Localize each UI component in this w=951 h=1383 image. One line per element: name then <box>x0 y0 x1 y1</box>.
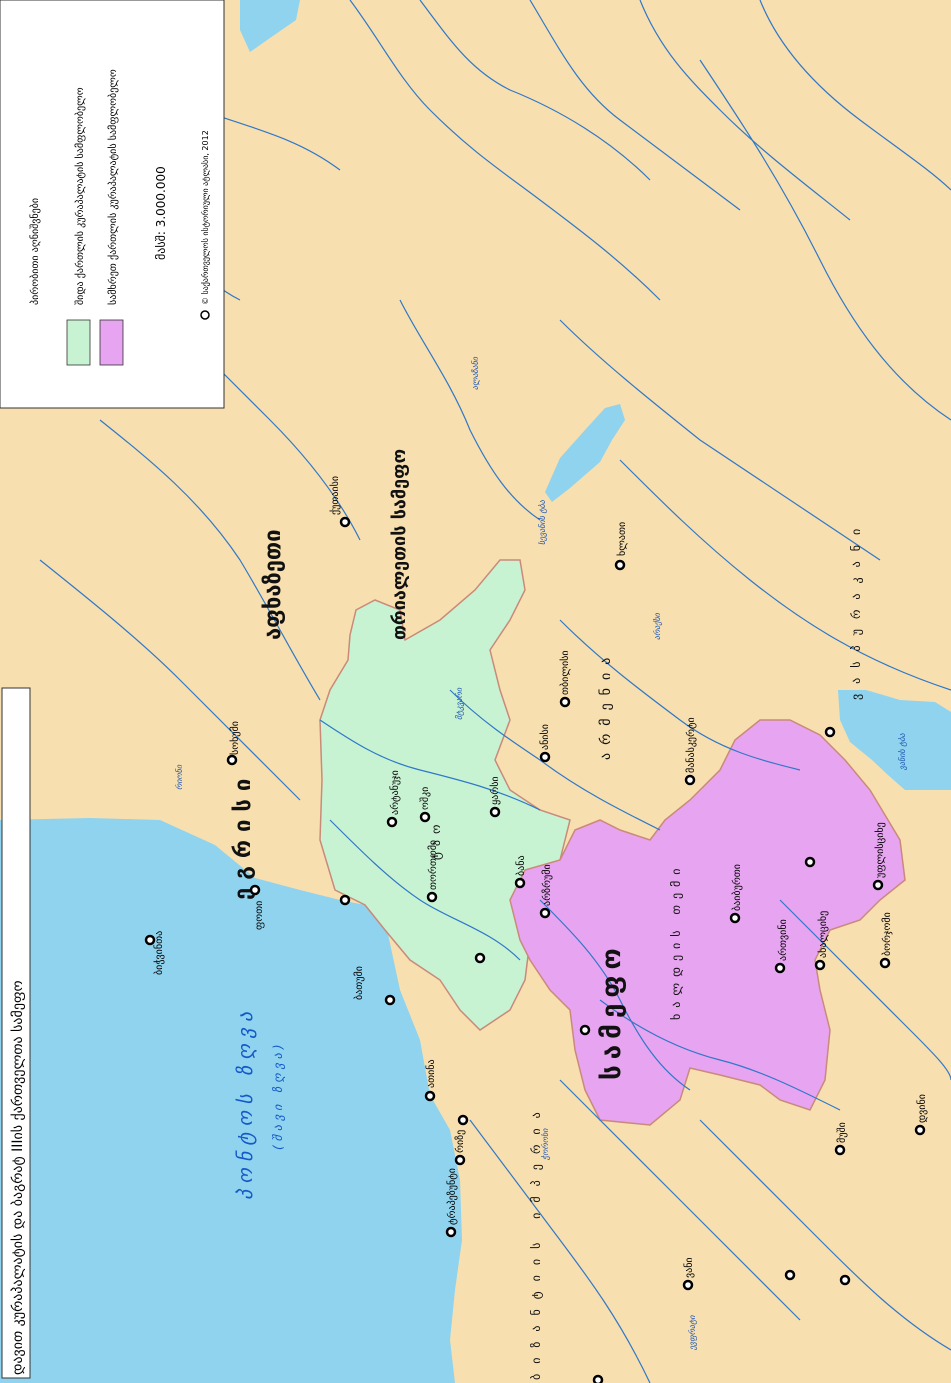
city-label: ბათუმი <box>353 966 365 1000</box>
legend-scale: მასშ: 3.000.000 <box>154 166 168 260</box>
city-label: მუში <box>836 1122 848 1143</box>
city-label: ათინა <box>425 1059 437 1088</box>
city-label: ბორჯომი <box>881 912 893 956</box>
region-label: ეგრისი <box>231 771 256 900</box>
city-label: ბანა <box>515 855 527 876</box>
city-label: ოშკი <box>419 787 431 810</box>
legend-item-purple-label: სამხრეთ ქართლის კურაპალატის სამფლობელო <box>107 69 119 305</box>
region-label: თრიალეთის სამეფო <box>389 449 410 640</box>
city-label: არტანუჯი <box>389 770 401 815</box>
north-sea-corner <box>240 0 300 52</box>
region-green <box>319 559 571 1031</box>
region-label: სამეფო <box>597 942 627 1080</box>
city-markers <box>144 516 926 1383</box>
city-label: მანასკერტი <box>685 717 697 773</box>
sea-name: პონტოს ზღვა <box>233 1006 257 1200</box>
city-label: ხლათი <box>616 522 628 556</box>
region-label: აფხაზეთი <box>261 529 286 640</box>
city-label: ყარსი <box>489 776 501 805</box>
legend-swatch-green <box>66 319 91 366</box>
city-label: ანისი <box>539 724 551 750</box>
region-label: ტაო <box>429 819 443 860</box>
city-label: ბიჭვინთა <box>153 931 165 975</box>
title-panel <box>1 687 31 1379</box>
region-label: ბიზანტიის იმპერია <box>529 1102 543 1380</box>
lake-van <box>838 690 951 790</box>
river-label: ევფრატი <box>687 1315 697 1351</box>
legend-heading: პირობითი აღნიშვნები <box>29 198 41 305</box>
region-purple <box>509 719 906 1126</box>
sea-alt-name: (შავი ზღვა) <box>271 1040 285 1150</box>
river-label: არაქსი <box>652 612 662 640</box>
river-label: ალაზანი <box>470 356 480 390</box>
river-label: რიონი <box>174 764 184 790</box>
city-label: რიზე <box>454 1130 466 1153</box>
legend-swatch-purple <box>99 319 124 366</box>
city-label: თორთომი <box>427 840 439 890</box>
city-label: უფლისციხე <box>874 822 886 878</box>
region-label: ვასპურაკანი <box>849 519 863 700</box>
lake-label: ვანის ტბა <box>897 732 907 771</box>
legend-item-green-label: შიდა ქართლის კურაპალატის სამფლობელო <box>74 87 86 305</box>
city-label: ფოთი <box>254 901 265 930</box>
lake-label: სევანის ტბა <box>537 499 547 545</box>
city-label: ვანი <box>683 1257 695 1278</box>
city-label: ახალციხე <box>817 911 829 958</box>
city-label: თბილისი <box>559 650 571 695</box>
city-label: ქუთაისი <box>329 476 341 515</box>
map-title: დავით კურაპალატის და ბაგრატ IIIის ქართვე… <box>9 980 26 1375</box>
region-label: არმენია <box>597 650 614 760</box>
city-label: არზრუმი <box>541 864 553 906</box>
river-label: მტკვარი <box>454 687 464 720</box>
city-label: ტრაპეზუნტი <box>446 1168 458 1225</box>
city-label: დვინი <box>916 1094 928 1123</box>
city-label: სოხუმი <box>229 721 241 755</box>
lake-sevan <box>545 404 625 502</box>
black-sea <box>0 818 462 1383</box>
river-label: ჭოროხი <box>540 1128 550 1161</box>
city-label: ბაიბურთი <box>731 864 743 911</box>
region-label: ხალდეის თემი <box>669 862 683 1020</box>
copyright-icon <box>200 310 210 320</box>
city-label: ართვინი <box>777 919 789 961</box>
legend-copyright: © საქართველოს ისტორიული ატლასი, 2012 <box>200 130 210 305</box>
